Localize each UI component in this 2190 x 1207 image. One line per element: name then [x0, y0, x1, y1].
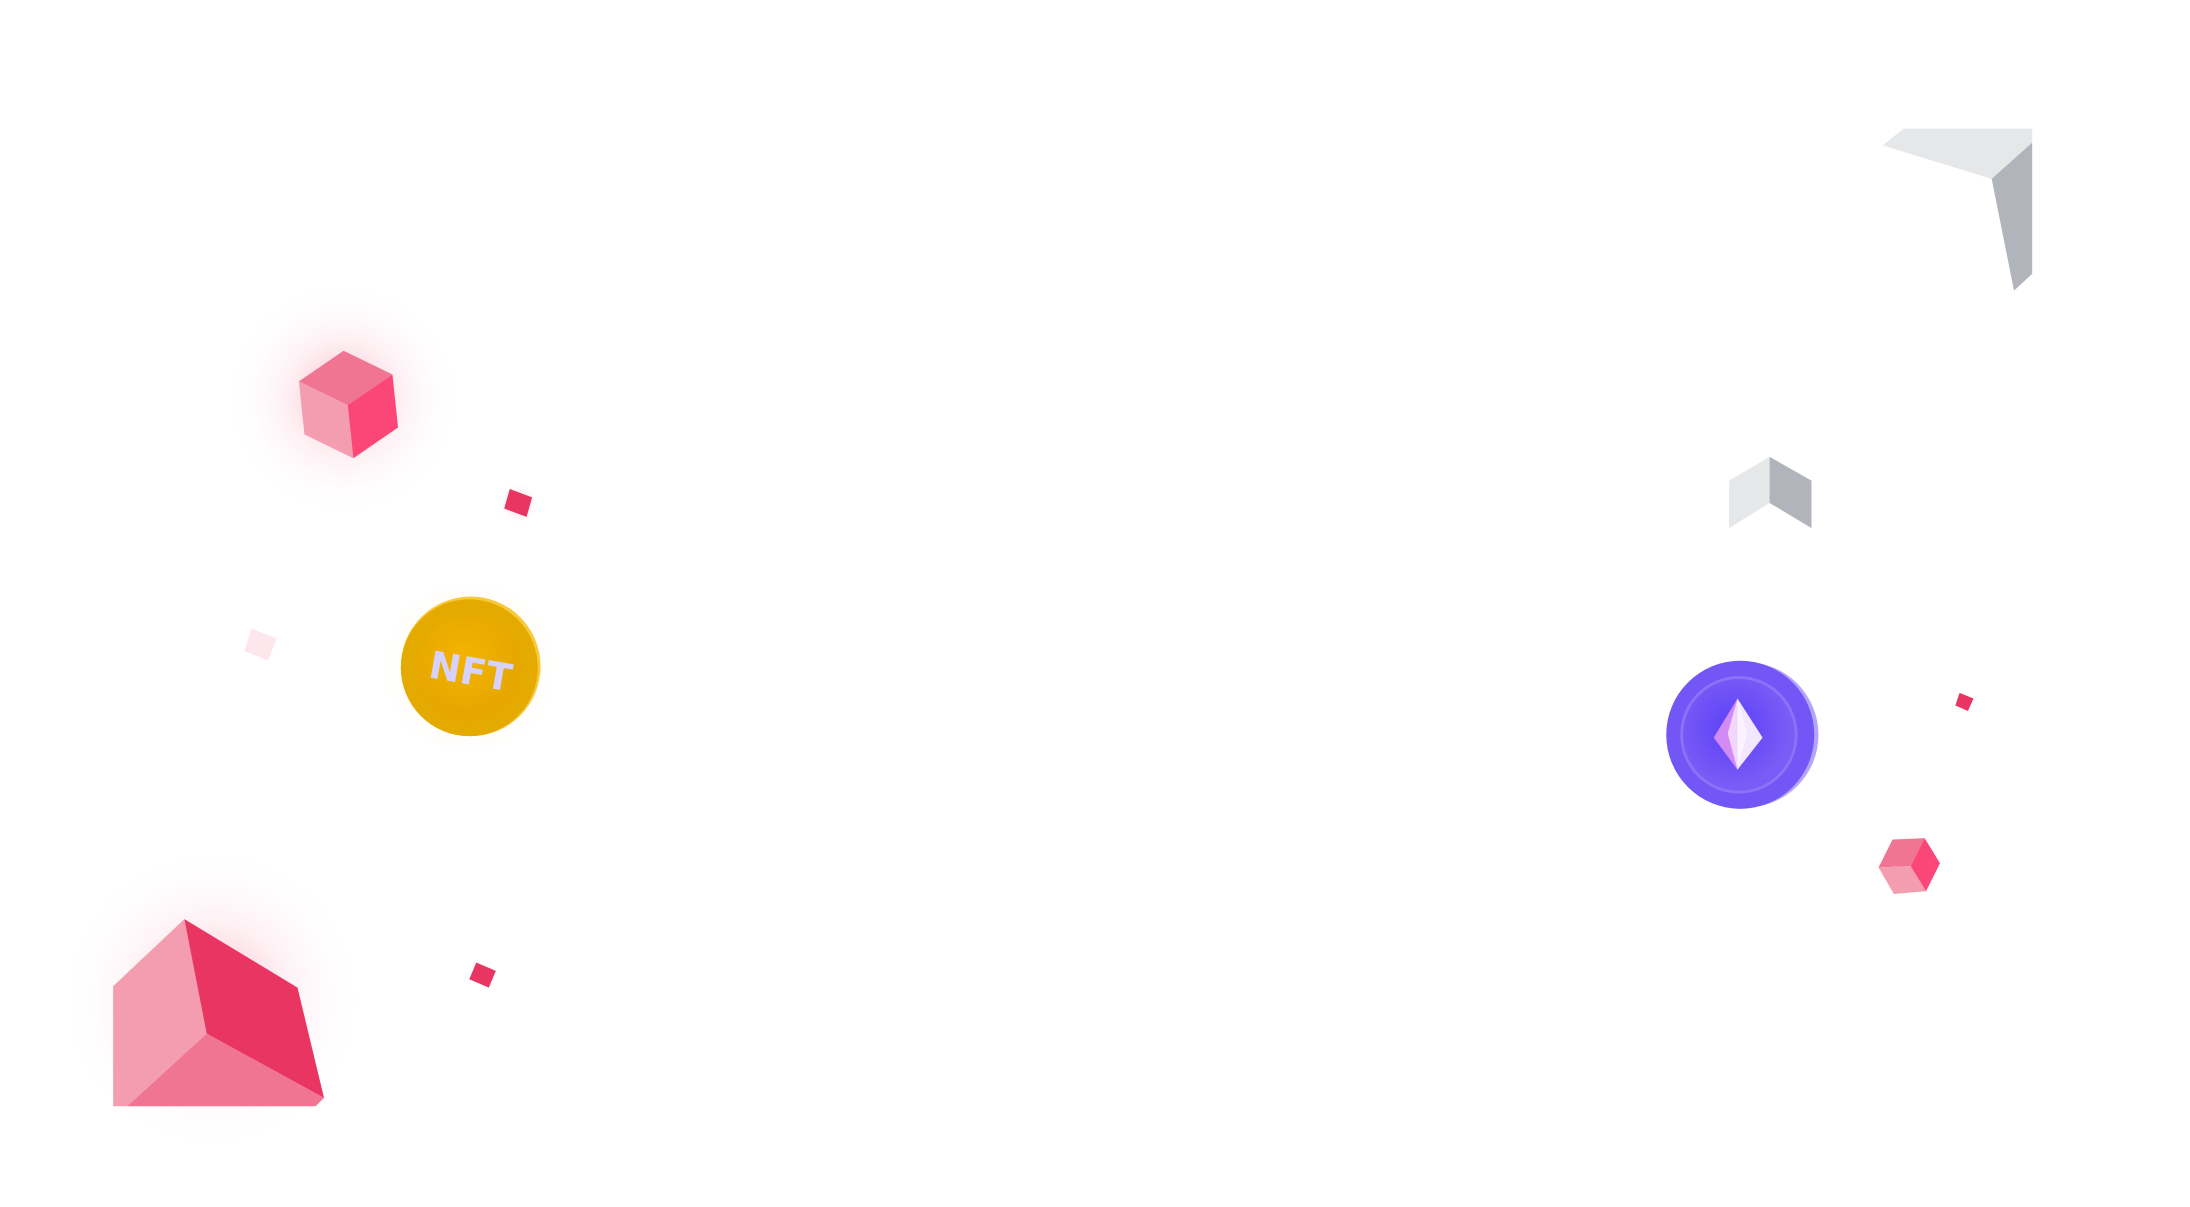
red-square-particle	[495, 480, 541, 526]
nft-coin: NFT	[371, 569, 568, 766]
faint-pink-square-particle	[244, 628, 277, 661]
pink-cube-right	[1878, 838, 1940, 895]
red-square-particle	[1955, 692, 1974, 712]
ethereum-diamond-icon	[1713, 698, 1763, 770]
pink-cube-top-left	[224, 279, 463, 517]
ethereum-coin	[1666, 660, 1819, 809]
gray-corner-shape	[1882, 128, 2033, 291]
gray-small-shape	[1729, 456, 1812, 529]
red-square-particle	[469, 962, 496, 988]
pink-gem-bottom-left	[58, 845, 366, 1153]
